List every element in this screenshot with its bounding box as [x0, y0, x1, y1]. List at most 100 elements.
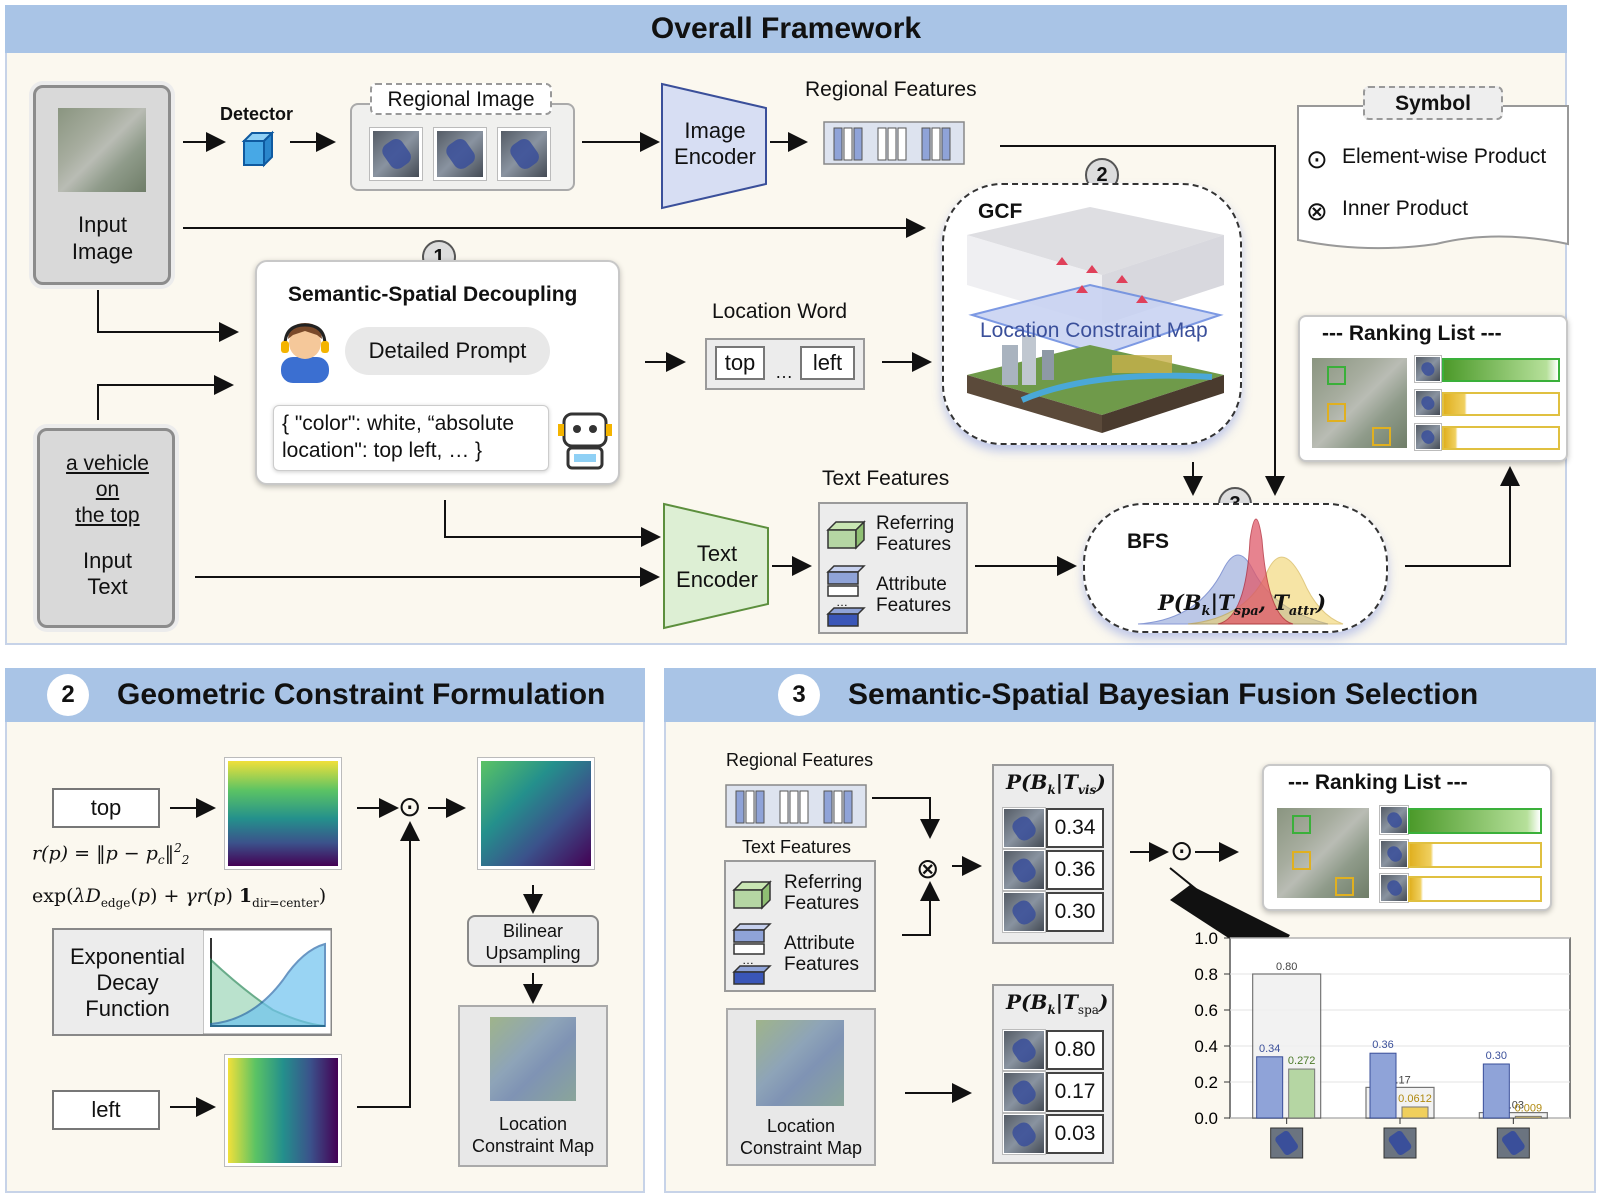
input-text-phrase-3: the top: [75, 504, 140, 527]
ranking-list-overall-title: --- Ranking List ---: [1322, 322, 1502, 345]
loc-word-dots: …: [775, 362, 793, 382]
input-image-thumbnail: [58, 108, 146, 192]
p-spa-value-2: 0.17: [1046, 1072, 1104, 1112]
chart-ytick-label: 0.8: [1194, 965, 1218, 984]
odot-icon-bfs: ⊙: [1170, 835, 1194, 866]
chart-ytick-label: 0.4: [1194, 1037, 1218, 1056]
text-encoder-shape: [663, 502, 769, 630]
ranking-overall-thumb-3: [1415, 424, 1441, 450]
ranking-bfs-yellowbox2: [1335, 877, 1354, 896]
chart-xtick-car-body: [1275, 1130, 1298, 1156]
bfs-panel-num: 3: [778, 674, 820, 716]
detector-label: Detector: [220, 104, 294, 124]
chart-xtick-car-body: [1502, 1130, 1525, 1156]
bfs-referring-features-label: Referring Features: [784, 872, 863, 914]
gcf-top-gradient: [225, 758, 341, 869]
exp-decay-label: Exponential Decay Function: [70, 944, 185, 1021]
regional-features-icon: [823, 121, 965, 165]
gcf-left-gradient: [225, 1055, 341, 1166]
region-thumb-1: [370, 128, 422, 180]
gcf-panel-title: Geometric Constraint Formulation: [117, 678, 606, 711]
chart-bar-visual-label: 0.36: [1372, 1039, 1393, 1051]
bfs-regional-features-icon: [725, 784, 867, 828]
p-spa-value-3: 0.03: [1046, 1114, 1104, 1154]
gcf-formula-exp: exp(λDedge(p) + γr(p) 1dir=center): [32, 885, 327, 910]
ranking-bfs-bar-2: [1408, 842, 1542, 868]
bfs-distribution-illustration: [1137, 518, 1344, 625]
chart-ytick-label: 1.0: [1194, 930, 1218, 948]
bfs-panel-title: Semantic-Spatial Bayesian Fusion Selecti…: [848, 678, 1479, 711]
ranking-bfs-thumb-3: [1380, 874, 1408, 902]
user-avatar-icon: [281, 323, 329, 383]
ranking-overall-thumb-1: [1415, 356, 1441, 382]
otimes-icon: ⊗: [1306, 196, 1328, 226]
chart-ytick-label: 0.6: [1194, 1001, 1218, 1020]
bfs-attribute-features-icon: …: [732, 923, 772, 985]
gcf-combined-gradient: [478, 758, 594, 869]
image-encoder-label: Image Encoder: [674, 118, 756, 169]
gcf-map-label: Location Constraint Map: [471, 1114, 595, 1156]
location-constraint-map-label: Location Constraint Map: [980, 319, 1208, 342]
ranking-bfs-scene: [1277, 808, 1369, 898]
chart-bar-visual: [1256, 1056, 1284, 1119]
chart-ytick-label: 0.2: [1194, 1073, 1218, 1092]
p-vis-thumb-3: [1003, 892, 1045, 932]
gcf-panel-num: 2: [47, 674, 89, 716]
bfs-map-label: Location Constraint Map: [739, 1116, 863, 1158]
gcf-map-image: [490, 1017, 576, 1101]
chart-bar-visual-label: 0.30: [1486, 1050, 1507, 1062]
referring-features-icon: [826, 520, 866, 550]
bfs-attribute-features-label: Attribute Features: [784, 933, 859, 975]
chart-bar-fused: [1514, 1115, 1542, 1119]
detector-cube-icon: [241, 130, 275, 168]
text-encoder-label: Text Encoder: [676, 541, 758, 592]
robot-icon: [558, 412, 612, 470]
chart-bar-fused: [1288, 1068, 1316, 1119]
ranking-overall-greenbox: [1327, 366, 1346, 385]
image-encoder-shape: [661, 82, 767, 210]
p-vis-thumb-2: [1003, 850, 1045, 890]
location-word-label: Location Word: [712, 300, 848, 323]
chart-bar-visual: [1482, 1063, 1510, 1119]
bfs-regional-features-label: Regional Features: [726, 750, 874, 770]
svg-text:…: …: [836, 595, 848, 609]
ssd-title: Semantic-Spatial Decoupling: [288, 283, 578, 306]
ranking-overall-yellowbox1: [1327, 403, 1346, 422]
ranking-overall-yellowbox2: [1372, 427, 1391, 446]
symbol-title: Symbol: [1363, 86, 1503, 120]
chart-ytick-label: 0.0: [1194, 1109, 1218, 1128]
ranking-bfs-yellowbox1: [1292, 851, 1311, 870]
attribute-features-label: Attribute Features: [876, 574, 951, 616]
odot-icon: ⊙: [1306, 144, 1328, 174]
detailed-prompt-pill: Detailed Prompt: [345, 327, 550, 375]
ranking-overall-bar-1: [1442, 358, 1560, 382]
bfs-text-features-label: Text Features: [742, 837, 852, 857]
symbol-box-shape: [1297, 105, 1569, 250]
ranking-overall-bar-2: [1442, 392, 1560, 416]
loc-word-top: top: [715, 346, 765, 380]
p-spa-title: P(Bk|Tspa): [1006, 990, 1109, 1017]
bfs-label: BFS: [1127, 530, 1169, 553]
odot-icon-gcf: ⊙: [398, 791, 422, 822]
json-prompt-box: { "color": white, “absolute location": t…: [273, 405, 549, 471]
otimes-icon-bfs: ⊗: [916, 853, 940, 884]
ranking-overall-bar-3: [1442, 426, 1560, 450]
input-image-label: Input Image: [71, 212, 134, 264]
svg-text:…: …: [742, 953, 754, 967]
gcf-panel-arrows: [170, 798, 543, 1117]
input-text-frame: [37, 428, 175, 628]
chart-bar-fused: [1401, 1106, 1429, 1119]
bfs-formula: P(Bk|Tspa, Tattr): [1158, 590, 1327, 620]
p-vis-value-1: 0.34: [1046, 808, 1104, 848]
bfs-referring-features-icon: [732, 880, 772, 910]
chart-bar-fused-label: 0.272: [1288, 1055, 1316, 1067]
p-vis-title: P(Bk|Tvis): [1006, 770, 1106, 797]
p-spa-thumb-3: [1003, 1114, 1045, 1154]
p-spa-value-1: 0.80: [1046, 1030, 1104, 1070]
ranking-bfs-thumb-1: [1380, 806, 1408, 834]
ranking-bfs-thumb-2: [1380, 840, 1408, 868]
overall-title: Overall Framework: [5, 5, 1567, 53]
symbol-elementwise: Element-wise Product: [1342, 145, 1547, 168]
p-spa-thumb-1: [1003, 1030, 1045, 1070]
